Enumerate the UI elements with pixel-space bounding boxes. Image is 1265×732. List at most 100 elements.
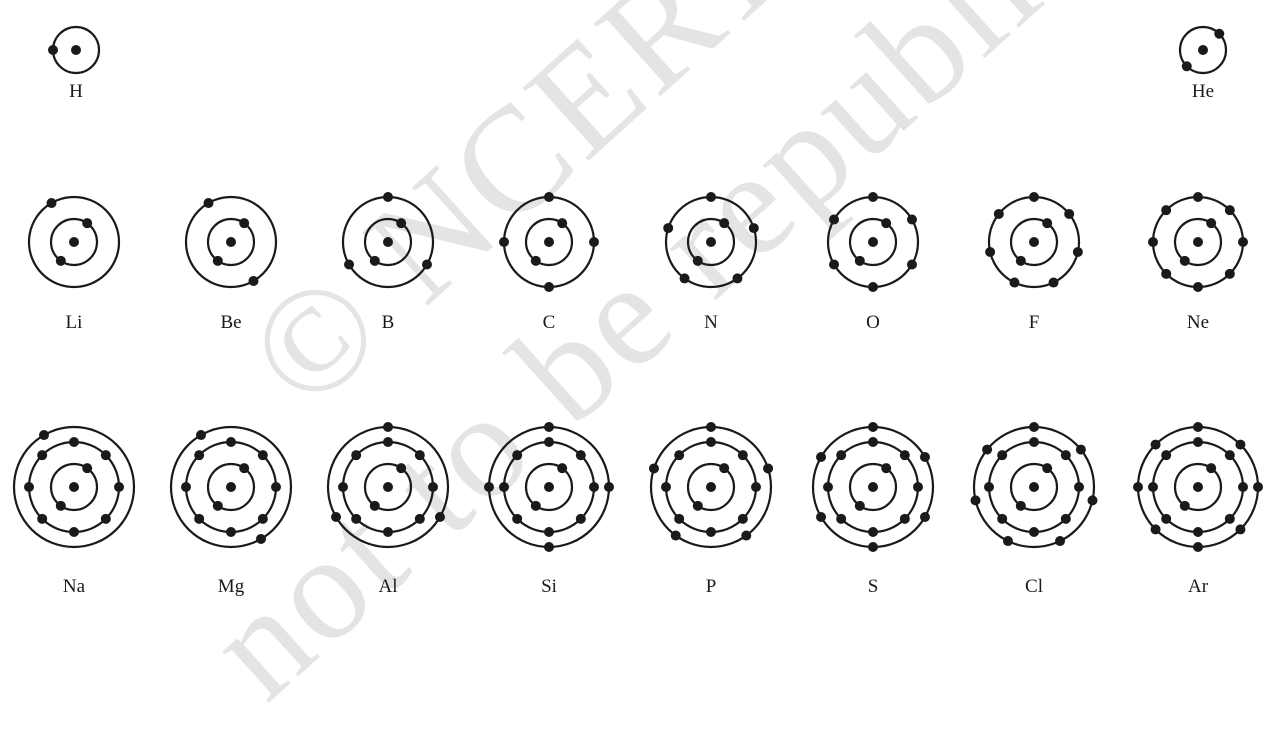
atom-s: S [811, 422, 935, 597]
electron [1148, 482, 1158, 492]
nucleus [383, 482, 393, 492]
electron [1179, 255, 1190, 266]
electron [836, 450, 847, 461]
element-symbol-label: Be [220, 312, 241, 333]
atom-b: B [341, 192, 435, 333]
atom-he: He [1178, 25, 1228, 102]
electron [674, 513, 685, 524]
electron [383, 527, 393, 537]
electron [589, 482, 599, 492]
electron [881, 218, 892, 229]
electron [196, 430, 206, 441]
nucleus [383, 237, 393, 247]
electron [544, 542, 554, 552]
electron [239, 463, 250, 474]
shell-1 [1173, 217, 1223, 267]
electron [674, 450, 685, 461]
shell-1 [363, 462, 413, 512]
atom-cl: Cl [970, 422, 1098, 597]
electron [484, 482, 494, 492]
electron [1055, 536, 1066, 547]
electron [1048, 277, 1059, 288]
shell-1 [848, 217, 898, 267]
electron [1074, 482, 1084, 492]
electron [692, 500, 703, 511]
nucleus [1029, 482, 1039, 492]
shell-1 [1178, 25, 1228, 75]
electron [997, 513, 1008, 524]
element-symbol-label: Mg [218, 576, 245, 597]
electron [82, 463, 93, 474]
electron [1193, 282, 1203, 292]
electron [383, 422, 393, 432]
electron [1193, 422, 1203, 432]
electron [48, 45, 58, 55]
shell-2 [27, 195, 121, 289]
electron [1181, 61, 1192, 72]
electron [69, 527, 79, 537]
nucleus [1198, 45, 1208, 55]
electron [1042, 218, 1053, 229]
atom-c: C [499, 192, 599, 333]
electron [816, 452, 827, 462]
electron [1133, 482, 1143, 492]
electron [906, 214, 917, 225]
electron [984, 482, 994, 492]
element-symbol-label: C [543, 312, 556, 333]
nucleus [1193, 482, 1203, 492]
electron [1029, 192, 1039, 202]
electron [982, 444, 993, 455]
electron [881, 463, 892, 474]
shell-1 [1009, 217, 1059, 267]
element-symbol-label: He [1192, 81, 1214, 102]
electron [24, 482, 34, 492]
electron [271, 482, 281, 492]
electron [256, 533, 266, 544]
electron [706, 527, 716, 537]
electron [212, 500, 223, 511]
electron [1206, 218, 1217, 229]
electron [661, 482, 671, 492]
electron [589, 237, 599, 247]
electron [421, 259, 432, 270]
electron [544, 437, 554, 447]
element-symbol-label: O [866, 312, 880, 333]
element-symbol-label: P [706, 576, 717, 597]
electron [1206, 463, 1217, 474]
electron [919, 512, 930, 522]
electron [1179, 500, 1190, 511]
element-symbol-label: Na [63, 576, 86, 597]
electron [823, 482, 833, 492]
electron [55, 255, 66, 266]
electron [1072, 247, 1083, 258]
electron [499, 482, 509, 492]
electron [906, 259, 917, 270]
shell-1 [206, 462, 256, 512]
element-symbol-label: Si [541, 576, 557, 597]
shell-1 [49, 462, 99, 512]
electron [1015, 255, 1026, 266]
electron [194, 513, 205, 524]
electron [369, 255, 380, 266]
electron [1060, 450, 1071, 461]
electron [706, 437, 716, 447]
element-symbol-label: S [868, 576, 879, 597]
element-symbol-label: Li [66, 312, 83, 333]
electron [854, 255, 865, 266]
element-symbol-label: Al [379, 576, 398, 597]
shell-1 [1009, 462, 1059, 512]
electron [1238, 482, 1248, 492]
electron [868, 192, 878, 202]
electron [212, 255, 223, 266]
electron [604, 482, 614, 492]
nucleus [706, 237, 716, 247]
electron [1238, 237, 1248, 247]
nucleus [1029, 237, 1039, 247]
electron [1193, 527, 1203, 537]
electron [396, 463, 407, 474]
electron [544, 192, 554, 202]
electron [1087, 495, 1098, 506]
nucleus [544, 237, 554, 247]
element-symbol-label: Ne [1187, 312, 1209, 333]
electron [1075, 444, 1086, 455]
